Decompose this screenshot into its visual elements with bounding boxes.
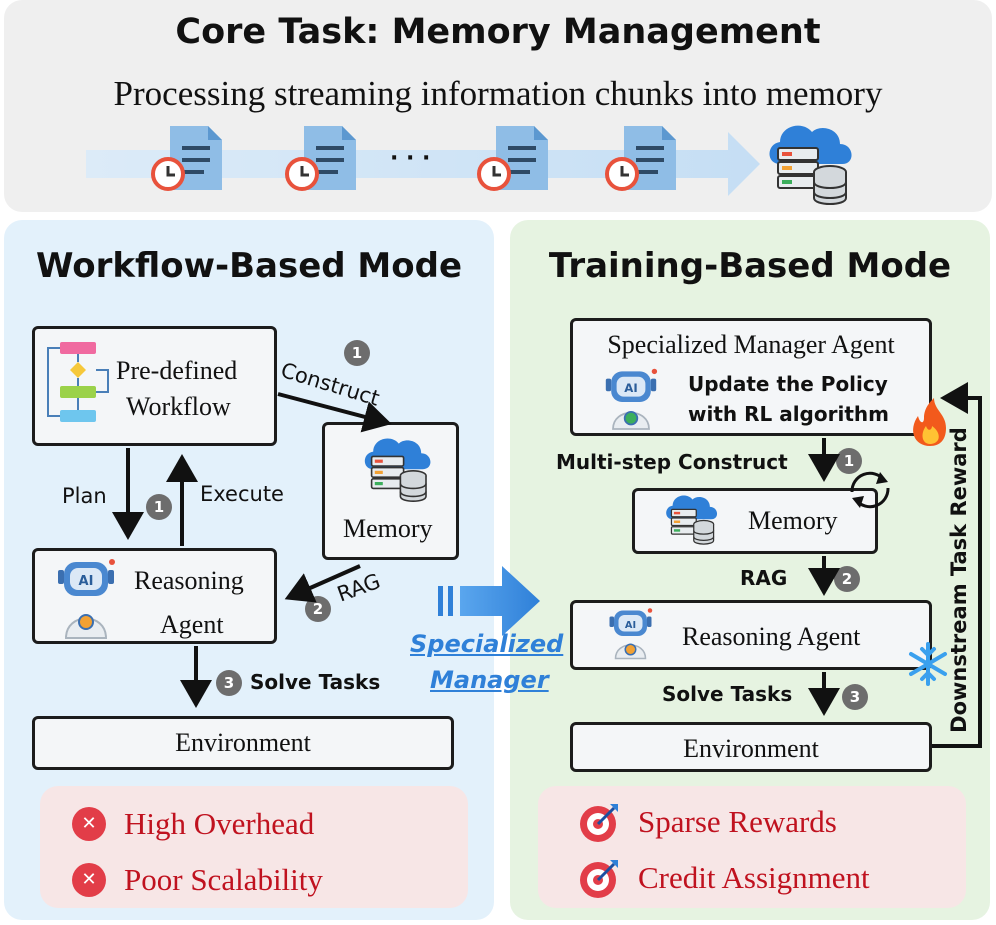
step-badge-rag: 2 <box>305 596 331 622</box>
environment-label-right: Environment <box>683 734 819 763</box>
x-circle-icon: ✕ <box>72 863 106 897</box>
con-credit-assignment-text: Credit Assignment <box>638 860 870 895</box>
memory-label-right: Memory <box>748 506 838 535</box>
step-badge-rag-right: 2 <box>834 566 860 592</box>
workflow-mode-title: Workflow-Based Mode <box>35 246 463 286</box>
con-poor-scalability-text: Poor Scalability <box>124 862 323 897</box>
document-clock-icon <box>605 126 676 191</box>
con-sparse-rewards: Sparse Rewards <box>576 800 837 844</box>
execute-label: Execute <box>200 482 284 506</box>
step-badge-solve: 3 <box>216 670 242 696</box>
policy-line2: with RL algorithm <box>688 402 889 426</box>
con-high-overhead: ✕ High Overhead <box>72 806 314 842</box>
policy-line1: Update the Policy <box>688 372 888 396</box>
document-clock-icon <box>285 126 356 191</box>
workflow-box-line1: Pre-defined <box>116 356 238 385</box>
predefined-workflow-box <box>32 326 277 446</box>
con-high-overhead-text: High Overhead <box>124 806 315 841</box>
workflow-cons-panel <box>40 786 468 908</box>
specialized-manager-title: Specialized Manager Agent <box>607 330 895 359</box>
target-dart-icon <box>580 804 618 842</box>
specialized-manager-transition-line2: Manager <box>430 666 549 694</box>
solve-tasks-label-left: Solve Tasks <box>250 670 381 694</box>
document-clock-icon <box>151 126 222 191</box>
step-badge-plan: 1 <box>146 494 172 520</box>
environment-box-right <box>570 722 932 772</box>
core-task-title: Core Task: Memory Management <box>175 12 821 52</box>
step-badge-multi-step: 1 <box>836 448 862 474</box>
solve-tasks-label-right: Solve Tasks <box>662 682 793 706</box>
x-circle-icon: ✕ <box>72 807 106 841</box>
environment-label-left: Environment <box>175 728 311 757</box>
multi-step-construct-label: Multi-step Construct <box>556 450 788 474</box>
training-mode-title: Training-Based Mode <box>548 246 952 286</box>
downstream-task-reward-label: Downstream Task Reward <box>947 427 971 733</box>
con-poor-scalability: ✕ Poor Scalability <box>72 862 323 898</box>
cloud-database-icon <box>769 125 852 205</box>
document-clock-icon <box>477 126 548 191</box>
rag-label-right: RAG <box>740 566 788 590</box>
target-dart-icon <box>580 860 618 898</box>
reasoning-agent-line2: Agent <box>160 610 224 639</box>
core-task-subtitle: Processing streaming information chunks … <box>113 74 883 113</box>
stream-ellipsis: · · · <box>390 146 431 171</box>
stream-arrow <box>86 132 760 196</box>
workflow-box-line2: Workflow <box>126 392 231 421</box>
step-badge-construct: 1 <box>344 340 370 366</box>
environment-box-left <box>32 716 454 770</box>
reasoning-agent-label-right: Reasoning Agent <box>682 622 861 651</box>
reasoning-agent-line1: Reasoning <box>134 566 244 595</box>
memory-label-left: Memory <box>343 514 433 543</box>
reasoning-agent-box-left <box>32 548 277 644</box>
step-badge-solve-right: 3 <box>842 684 868 710</box>
con-credit-assignment: Credit Assignment <box>576 856 870 900</box>
specialized-manager-transition-line1: Specialized <box>410 630 564 658</box>
con-sparse-rewards-text: Sparse Rewards <box>638 804 837 839</box>
plan-label: Plan <box>62 484 107 508</box>
